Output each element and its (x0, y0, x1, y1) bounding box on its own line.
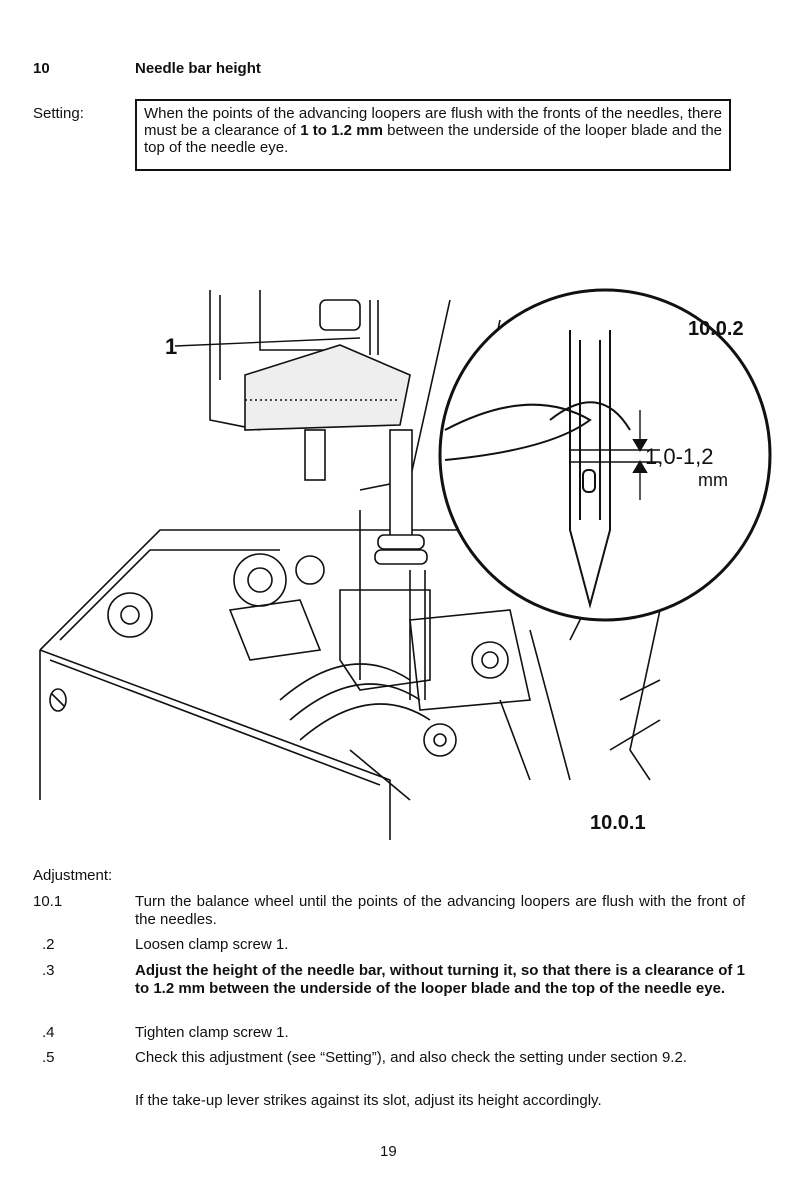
part-label-1: 1 (165, 334, 177, 359)
section-title: Needle bar height (135, 60, 261, 77)
adjustment-note: If the take-up lever strikes against its… (135, 1092, 602, 1109)
step-number: .5 (42, 1049, 55, 1066)
step-text: Turn the balance wheel until the points … (135, 893, 745, 928)
step-text: Adjust the height of the needle bar, wit… (135, 962, 745, 997)
setting-label: Setting: (33, 105, 84, 122)
main-figure-label: 10.0.1 (590, 812, 646, 834)
page-number: 19 (380, 1143, 397, 1160)
step-number: .3 (42, 962, 55, 979)
adjustment-label: Adjustment: (33, 867, 113, 884)
dimension-unit: mm (698, 470, 728, 490)
step-text: Tighten clamp screw 1. (135, 1024, 289, 1041)
setting-text-bold: 1 to 1.2 mm (300, 122, 383, 139)
section-number: 10 (33, 60, 50, 77)
setting-text-2: between the underside of the looper blad… (144, 122, 723, 156)
setting-box: When the points of the advancing loopers… (135, 99, 731, 171)
needle-bar-illustration: 1,0-1,2 mm 1 10.0.2 10.0.1 (39, 288, 772, 840)
step-number: .4 (42, 1024, 55, 1041)
step-text: Loosen clamp screw 1. (135, 936, 289, 953)
setting-text-1: When the points of the advancing loopers… (144, 105, 722, 139)
step-text: Check this adjustment (see “Setting”), a… (135, 1049, 687, 1066)
dimension-value: 1,0-1,2 (645, 444, 714, 469)
step-number: 10.1 (33, 893, 63, 910)
step-number: .2 (42, 936, 55, 953)
detail-label: 10.0.2 (688, 318, 744, 340)
